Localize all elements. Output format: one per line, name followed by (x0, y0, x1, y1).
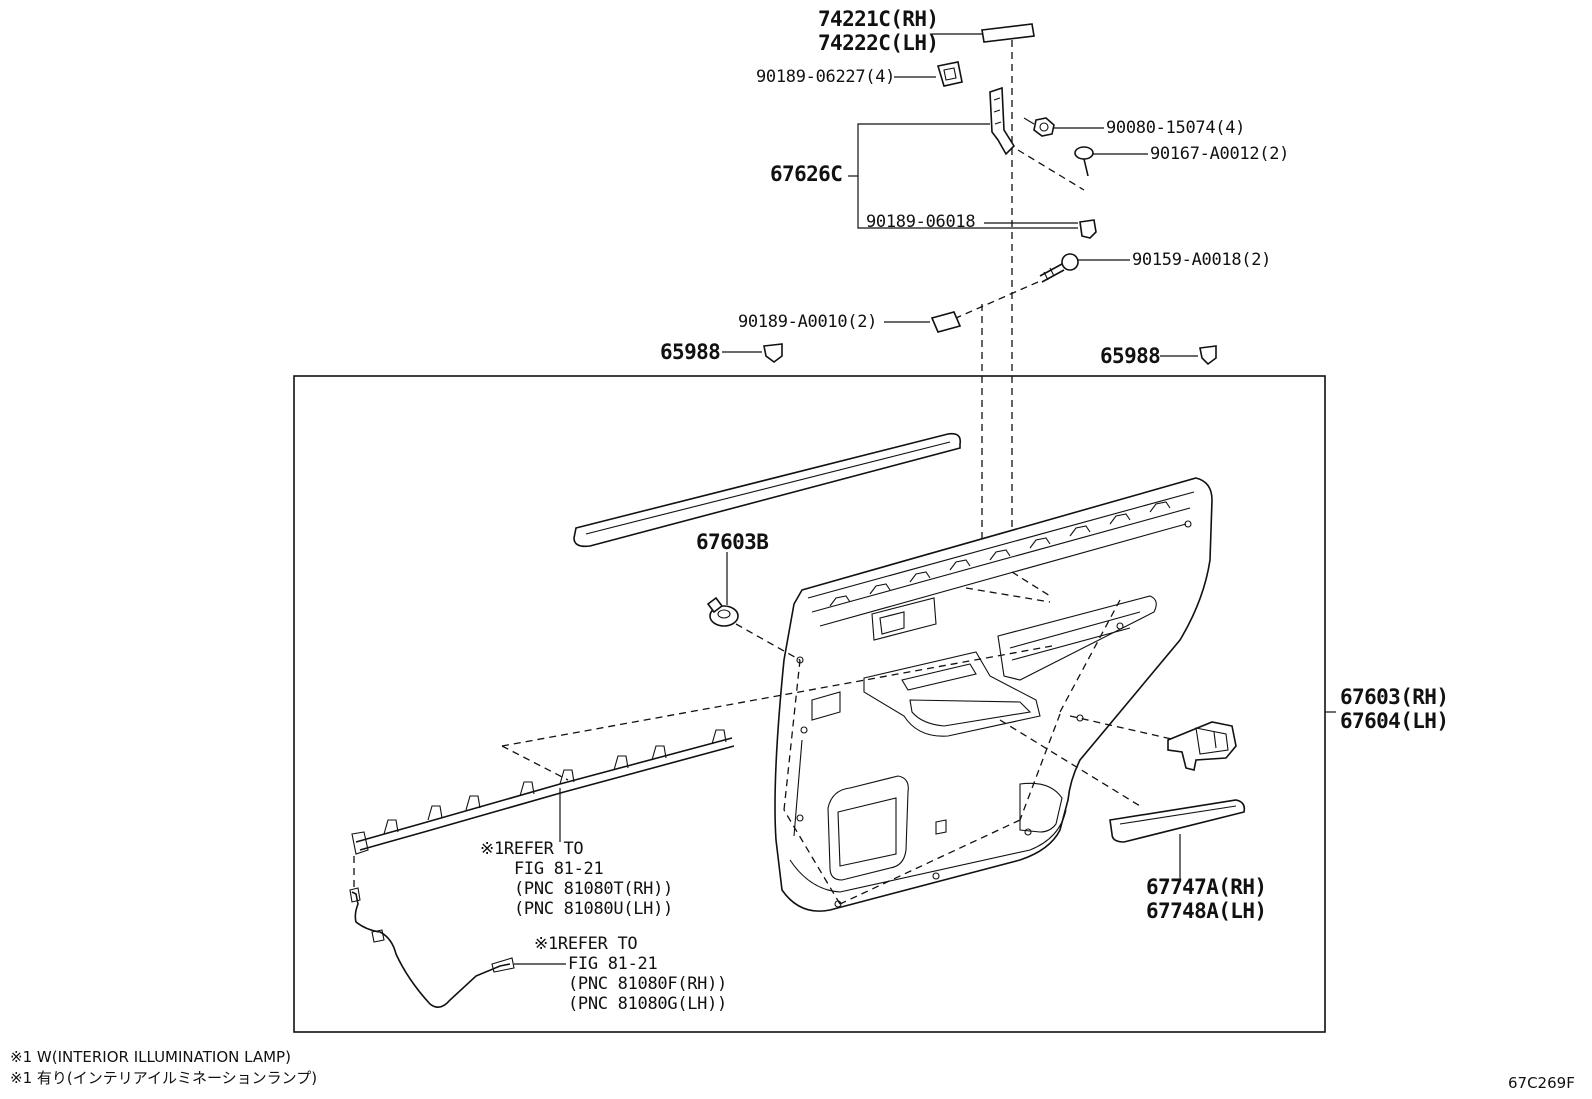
wire-harness-lower (349, 856, 566, 1008)
leader-67626c (848, 123, 1078, 229)
refer-note-lower-line4: (PNC 81080G(LH)) (568, 994, 727, 1014)
refer-note-upper-line4: (PNC 81080U(LH)) (514, 899, 673, 919)
bracket-67626c (989, 86, 1016, 156)
door-trim-panel (774, 477, 1213, 912)
label-67603-rh: 67603(RH) (1340, 685, 1449, 709)
label-90167-a0012: 90167-A0012(2) (1150, 144, 1290, 164)
switch-base-right (1167, 721, 1237, 771)
clip-65988-right (1160, 345, 1217, 366)
screw-90167-a0012 (1074, 146, 1148, 177)
trim-pad-67747a (1109, 799, 1246, 882)
label-65988-right: 65988 (1100, 344, 1161, 368)
label-67603b: 67603B (696, 530, 769, 554)
label-67626c: 67626C (770, 162, 843, 186)
refer-note-lower-line2: FIG 81-21 (568, 954, 658, 974)
nut-90080-15074 (1023, 117, 1104, 137)
refer-note-upper-line1: ※1REFER TO (480, 839, 584, 859)
label-74221c: 74221C(RH) (818, 7, 939, 31)
refer-note-lower-line1: ※1REFER TO (534, 934, 638, 954)
label-90189-a0010: 90189-A0010(2) (738, 312, 878, 332)
footnote-japanese: ※1 有り(インテリアイルミネーションランプ) (10, 1069, 318, 1087)
clip-90189-06018 (984, 219, 1097, 239)
assembly-frame (293, 375, 1326, 1033)
screw-90159-a0018 (1039, 253, 1130, 283)
refer-note-upper-line2: FIG 81-21 (514, 859, 604, 879)
label-67748a: 67748A(LH) (1146, 899, 1267, 923)
label-67604-lh: 67604(LH) (1340, 709, 1449, 733)
moulding-74221c (932, 23, 1035, 43)
clip-90189-a0010 (884, 311, 962, 333)
clip-67603b (706, 552, 739, 627)
footnote-english: ※1 W(INTERIOR ILLUMINATION LAMP) (10, 1048, 291, 1066)
label-65988-left: 65988 (660, 340, 721, 364)
refer-note-upper-line3: (PNC 81080T(RH)) (514, 879, 673, 899)
label-74222c: 74222C(LH) (818, 31, 939, 55)
label-67747a: 67747A(RH) (1146, 875, 1267, 899)
clip-65988-left (722, 343, 783, 363)
refer-note-lower-line3: (PNC 81080F(RH)) (568, 974, 727, 994)
belt-moulding (573, 432, 962, 548)
label-90189-06018: 90189-06018 (866, 212, 976, 232)
figure-code: 67C269F (1508, 1074, 1575, 1092)
label-90189-06227: 90189-06227(4) (756, 67, 896, 87)
label-90159-a0018: 90159-A0018(2) (1132, 250, 1272, 270)
label-90080-15074: 90080-15074(4) (1106, 118, 1246, 138)
wire-harness-upper (351, 729, 735, 855)
clip-90189-06227 (894, 61, 963, 87)
